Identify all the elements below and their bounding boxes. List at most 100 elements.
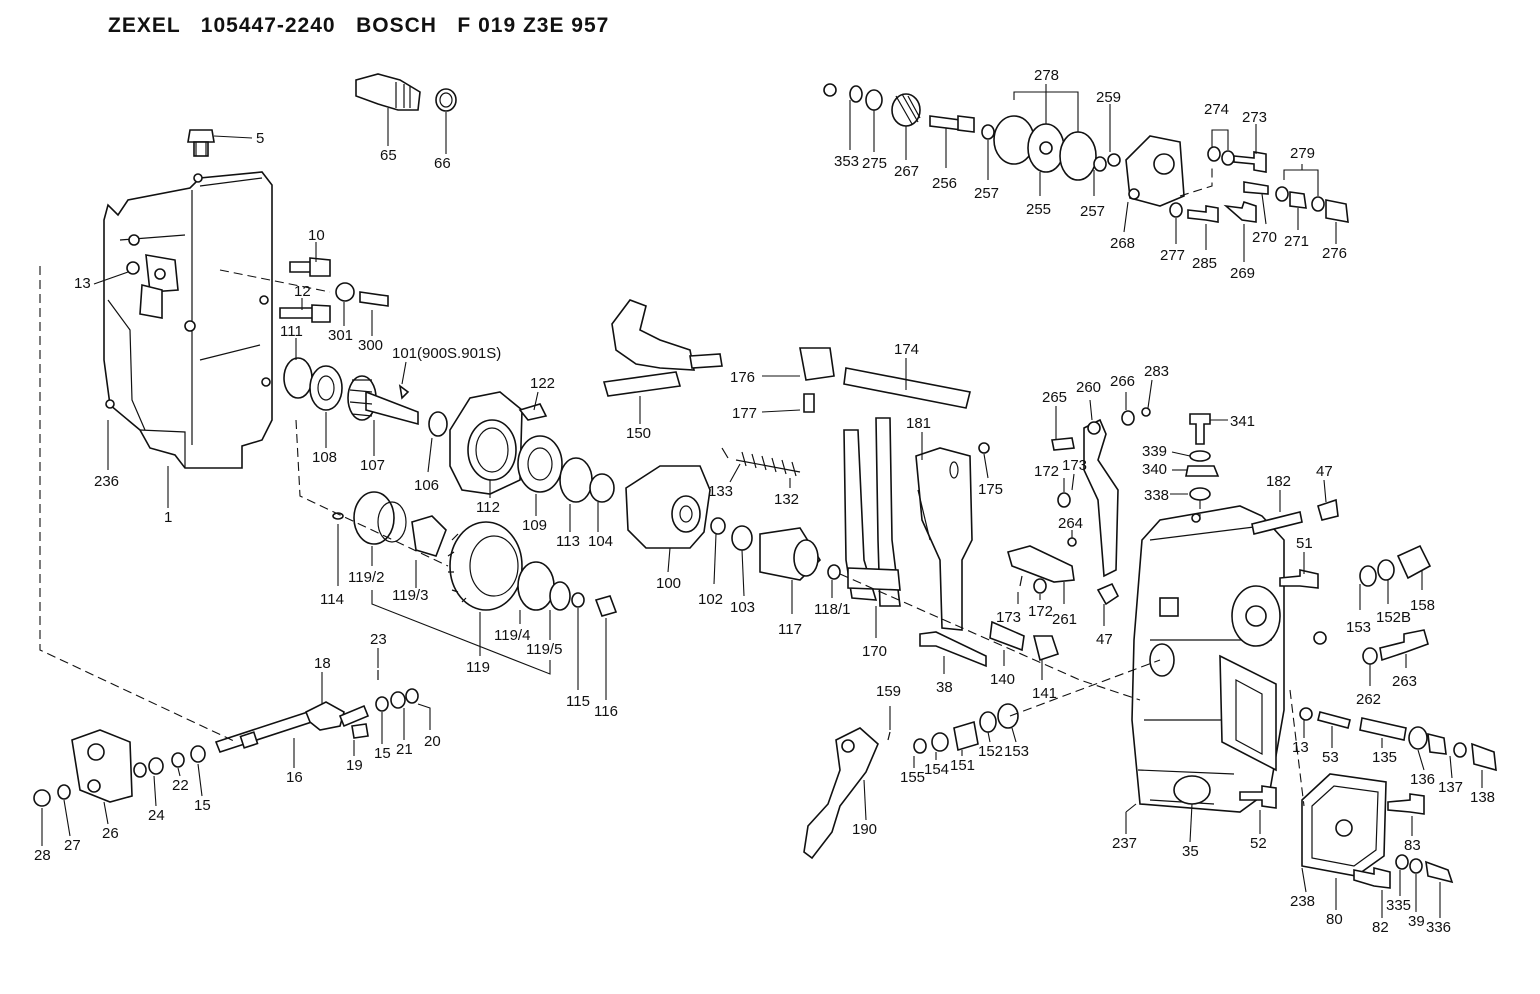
callout-21: 21: [396, 741, 413, 758]
callout-274: 274: [1204, 101, 1229, 118]
callout-115: 115: [566, 693, 590, 710]
washer-15b: [190, 745, 206, 763]
spring-267: [891, 93, 921, 127]
callout-261: 261: [1052, 611, 1077, 628]
lever-shaft-150: [602, 299, 723, 397]
callout-190: 190: [852, 821, 877, 838]
assembly-line-bolt: [219, 269, 331, 293]
callout-119-4: 119/4: [494, 627, 530, 644]
washer-274a: [1207, 146, 1221, 162]
callout-155: 155: [900, 769, 925, 786]
callout-153b: 153: [1004, 743, 1029, 760]
oring-152: [979, 711, 997, 733]
cap-276: [1325, 199, 1349, 223]
pin-283: [1141, 407, 1151, 417]
callout-340: 340: [1142, 461, 1167, 478]
screw-47b: [1096, 582, 1120, 606]
pin-173b: [1019, 575, 1023, 587]
governor-cover-housing: [103, 171, 273, 469]
washer-172a: [1057, 492, 1071, 508]
callout-172b: 172: [1028, 603, 1053, 620]
callout-265: 265: [1042, 389, 1067, 406]
bracket-176: [799, 347, 835, 381]
callout-18: 18: [314, 655, 331, 672]
callout-16: 16: [286, 769, 303, 786]
nut-28: [33, 789, 51, 807]
bolt-285: [1187, 205, 1219, 223]
stud-300: [359, 291, 389, 307]
washer-155: [913, 738, 927, 754]
callout-285: 285: [1192, 255, 1217, 272]
seal-153a: [1359, 565, 1377, 587]
shaft-16: [214, 701, 345, 753]
callout-107: 107: [360, 457, 385, 474]
bolt-38: [919, 631, 987, 668]
callout-117: 117: [778, 621, 802, 638]
lever-170: [843, 417, 901, 607]
bolt-83: [1387, 793, 1425, 815]
callout-276: 276: [1322, 245, 1347, 262]
callout-122: 122: [530, 375, 555, 392]
callout-260: 260: [1076, 379, 1101, 396]
assembly-line-cover: [1289, 689, 1305, 807]
bearing-109: [517, 435, 563, 493]
callout-35: 35: [1182, 843, 1199, 860]
circlip-119-5: [549, 581, 571, 611]
washer-262: [1362, 647, 1378, 665]
callout-26: 26: [102, 825, 119, 842]
callout-269: 269: [1230, 265, 1255, 282]
washer-27: [57, 784, 71, 800]
callout-336: 336: [1426, 919, 1451, 936]
washer-257b: [1093, 156, 1107, 172]
fitting-263: [1379, 629, 1429, 662]
assembly-line-left: [39, 266, 237, 743]
callout-172: 172: [1034, 463, 1059, 480]
cover-268: [1125, 135, 1185, 207]
callout-80: 80: [1326, 911, 1343, 928]
callout-266: 266: [1110, 373, 1135, 390]
nut-13-left: [126, 261, 140, 275]
seal-ring-66: [435, 88, 457, 112]
callout-106: 106: [414, 477, 439, 494]
ring-104: [589, 473, 615, 503]
callout-275: 275: [862, 155, 887, 172]
callout-268: 268: [1110, 235, 1135, 252]
washer-353: [849, 85, 863, 103]
washer-339: [1189, 450, 1211, 462]
diagram-title: ZEXEL 105447-2240 BOSCH F 019 Z3E 957: [108, 14, 610, 37]
segment-119-3: [411, 515, 447, 557]
callout-39: 39: [1408, 913, 1425, 930]
callout-150: 150: [626, 425, 651, 442]
callout-114: 114: [320, 591, 344, 608]
pin-265: [1051, 437, 1075, 451]
fitting-65: [355, 73, 421, 111]
callout-154: 154: [924, 761, 949, 778]
callout-22: 22: [172, 777, 189, 794]
leader-lines: [41, 84, 1483, 918]
stud-135: [1359, 717, 1407, 741]
key-114: [332, 512, 344, 520]
callout-119: 119: [466, 659, 490, 676]
washer-118-1: [827, 564, 841, 580]
callout-133: 133: [708, 483, 733, 500]
callout-259: 259: [1096, 89, 1121, 106]
callout-23: 23: [370, 631, 387, 648]
nut-13-right: [1299, 707, 1313, 721]
callout-15: 15: [374, 745, 391, 762]
callout-132: 132: [774, 491, 799, 508]
callout-273: 273: [1242, 109, 1267, 126]
callout-300: 300: [358, 337, 383, 354]
callout-283: 283: [1144, 363, 1169, 380]
screw-plug-5: [187, 129, 215, 157]
callout-13: 13: [74, 275, 91, 292]
washer-24a: [133, 762, 147, 778]
callout-5: 5: [256, 130, 264, 147]
callout-83: 83: [1404, 837, 1421, 854]
governor-housing-237: [1131, 505, 1285, 813]
callout-177: 177: [732, 405, 757, 422]
callout-271: 271: [1284, 233, 1309, 250]
rail-174: [843, 367, 971, 409]
callout-101: 101(900S.901S): [392, 345, 501, 362]
screw-270: [1243, 181, 1269, 195]
